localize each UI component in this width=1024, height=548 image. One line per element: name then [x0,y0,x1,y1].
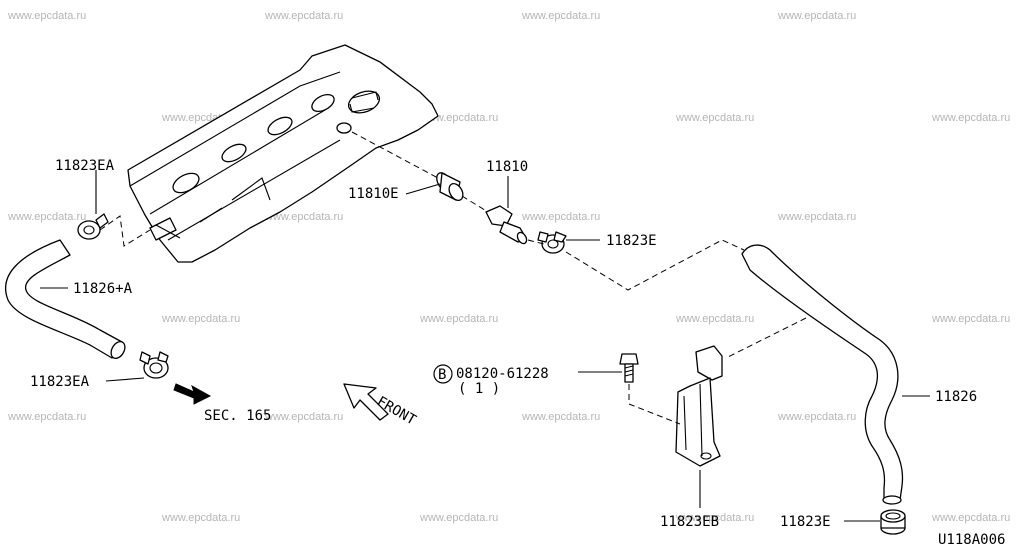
drawing-id: U118A006 [938,532,1005,548]
watermark-text: www.epcdata.ru [777,411,856,423]
watermark-text: www.epcdata.ru [931,512,1010,524]
bolt-drawing [619,353,639,383]
leader-lines [40,170,930,522]
watermark-text: www.epcdata.ru [264,10,343,22]
bolt-marker: B [433,364,453,384]
label-bolt-qty: ( 1 ) [458,381,500,397]
label-clamp-11823EA-top: 11823EA [55,158,115,174]
watermark-text: www.epcdata.ru [777,10,856,22]
label-clamp-11823EA-bottom: 11823EA [30,374,90,390]
hose-11826a-drawing [5,239,126,360]
pcv-valve-11810-drawing [485,205,528,245]
label-clamp-11823E-mid: 11823E [606,233,657,249]
grommet-11810E-drawing [436,172,464,202]
watermark-text: www.epcdata.ru [521,411,600,423]
watermark-text: www.epcdata.ru [7,10,86,22]
watermark-text: www.epcdata.ru [931,112,1010,124]
bolt-marker-label: B [438,367,446,383]
label-hose-11826: 11826 [935,389,977,405]
label-bolt-code: 08120-61228 [456,366,549,382]
watermark-text: www.epcdata.ru [419,112,498,124]
watermark-text: www.epcdata.ru [931,313,1010,325]
watermark-text: www.epcdata.ru [161,512,240,524]
hose-11826-drawing [741,244,904,505]
watermark-text: www.epcdata.ru [419,313,498,325]
dashed-path [351,131,439,179]
bracket-11823EB-drawing [675,345,723,467]
label-bracket-11823EB: 11823EB [660,514,719,530]
label-clamp-11823E-bottom: 11823E [780,514,831,530]
watermark-text: www.epcdata.ru [419,512,498,524]
watermark-text: www.epcdata.ru [777,211,856,223]
clamp-11823E-bottom-drawing [880,509,906,535]
watermark-text: www.epcdata.ru [675,112,754,124]
clamp-11823EA-bottom-drawing [139,351,169,379]
label-front: FRONT [374,394,419,429]
watermark-text: www.epcdata.ru [675,512,754,524]
dashed-path [725,317,807,359]
label-grommet-11810E: 11810E [348,186,399,202]
watermarks: www.epcdata.ru www.epcdata.ru www.epcdat… [7,10,1010,524]
front-arrow-icon [343,383,389,421]
dashed-path [628,384,681,425]
watermark-text: www.epcdata.ru [675,313,754,325]
watermark-text: www.epcdata.ru [161,313,240,325]
dashed-path [565,239,745,291]
watermark-text: www.epcdata.ru [264,411,343,423]
watermark-text: www.epcdata.ru [264,211,343,223]
label-hose-11826a: 11826+A [73,281,133,297]
clamp-11823E-mid-drawing [537,231,567,254]
watermark-text: www.epcdata.ru [7,411,86,423]
valve-cover-drawing [127,44,439,263]
dashed-path [527,239,545,245]
sec-arrow-icon [173,383,212,405]
watermark-text: www.epcdata.ru [521,211,600,223]
dashed-path [461,195,489,213]
dashed-path [99,215,151,247]
watermark-text: www.epcdata.ru [521,10,600,22]
label-pcv-valve-11810: 11810 [486,159,528,175]
label-sec-ref: SEC. 165 [204,408,271,424]
watermark-text: www.epcdata.ru [7,211,86,223]
